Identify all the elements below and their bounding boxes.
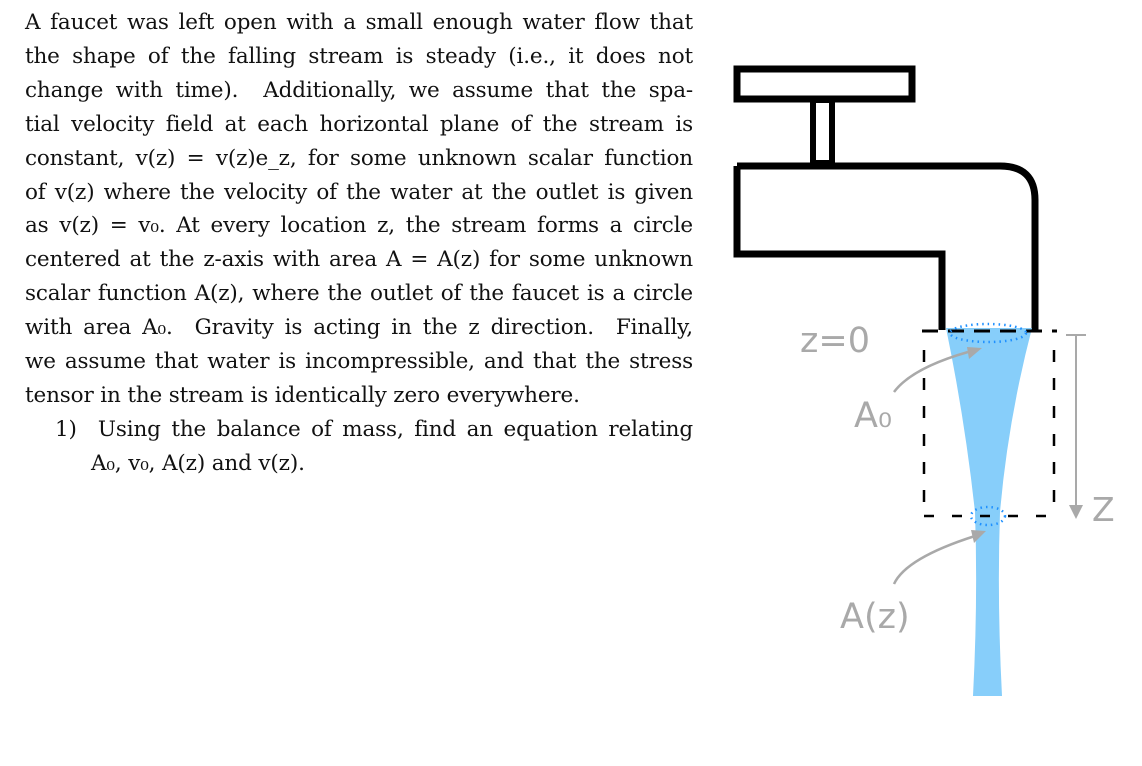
- z0-label: z=0: [800, 321, 870, 361]
- az-pointer-arrow: [892, 534, 976, 585]
- faucet-spout: [733, 162, 1039, 330]
- faucet-stem: [810, 97, 835, 166]
- paragraph-line: we assume that water is incompressible, …: [25, 349, 693, 375]
- water-stream: [946, 328, 1032, 696]
- az-arrowhead: [971, 530, 986, 543]
- a0-label: A₀: [854, 396, 892, 436]
- paragraph-line: constant, v(z) = v(z)e_z, for some unkno…: [25, 145, 693, 171]
- a0-pointer-arrow: [893, 350, 969, 393]
- paragraph-line: scalar function A(z), where the outlet o…: [25, 281, 693, 307]
- paragraph-line: tial velocity field at each horizontal p…: [25, 111, 693, 137]
- paragraph-line: the shape of the falling stream is stead…: [25, 43, 693, 69]
- z-axis-arrowhead: [1069, 505, 1083, 519]
- faucet-handle-bar: [733, 65, 916, 103]
- paragraph-line: change with time). Additionally, we assu…: [25, 77, 693, 103]
- question-line: 1) Using the balance of mass, find an eq…: [55, 416, 693, 442]
- a0-arrowhead: [967, 347, 982, 359]
- z-axis-label: Z: [1092, 490, 1115, 529]
- paragraph-line: of v(z) where the velocity of the water …: [25, 179, 693, 205]
- paragraph-line: with area A₀. Gravity is acting in the z…: [25, 315, 693, 341]
- paragraph-line: centered at the z-axis with area A = A(z…: [25, 247, 693, 273]
- section-area-ellipse: [969, 505, 1007, 527]
- paragraph-line: A faucet was left open with a small enou…: [25, 10, 693, 35]
- paragraph-line: as v(z) = v₀. At every location z, the s…: [25, 213, 693, 239]
- paragraph-line: tensor in the stream is identically zero…: [25, 382, 580, 408]
- az-label: A(z): [840, 597, 910, 637]
- problem-text: A faucet was left open with a small enou…: [25, 6, 695, 481]
- question-line: A₀, v₀, A(z) and v(z).: [91, 450, 305, 476]
- outlet-area-ellipse: [948, 322, 1028, 344]
